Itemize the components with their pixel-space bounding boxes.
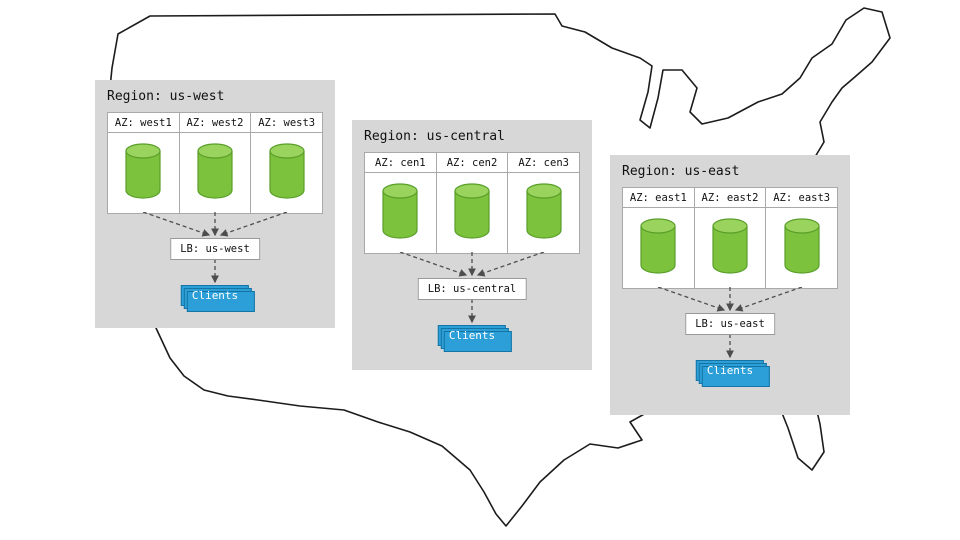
- az-label: AZ: cen1: [365, 153, 436, 173]
- clients-box: Clients: [437, 325, 507, 346]
- database-cylinder-icon: [454, 183, 490, 239]
- database-cylinder-icon: [784, 218, 820, 274]
- az-column: AZ: east2: [693, 188, 766, 288]
- az-label: AZ: east1: [623, 188, 694, 208]
- az-column: AZ: cen3: [507, 153, 580, 253]
- az-table: AZ: west1 AZ: west2 AZ: west3: [107, 112, 323, 214]
- az-column: AZ: east3: [765, 188, 838, 288]
- az-column: AZ: west2: [178, 113, 251, 213]
- database-cylinder-icon: [382, 183, 418, 239]
- region-title: Region: us-west: [107, 89, 225, 104]
- az-column: AZ: east1: [623, 188, 694, 288]
- load-balancer-box: LB: us-west: [170, 238, 260, 260]
- az-table: AZ: cen1 AZ: cen2 AZ: cen3: [364, 152, 580, 254]
- az-label: AZ: east2: [694, 188, 766, 208]
- clients-box: Clients: [180, 285, 250, 306]
- region-panel-us-west: Region: us-west AZ: west1 AZ: west2 AZ: …: [95, 80, 335, 328]
- region-title: Region: us-central: [364, 129, 505, 144]
- region-panel-us-central: Region: us-central AZ: cen1 AZ: cen2 AZ:…: [352, 120, 592, 370]
- az-label: AZ: cen2: [436, 153, 508, 173]
- database-cylinder-icon: [640, 218, 676, 274]
- database-cylinder-icon: [712, 218, 748, 274]
- database-cylinder-icon: [125, 143, 161, 199]
- az-label: AZ: west2: [179, 113, 251, 133]
- az-label: AZ: west1: [108, 113, 179, 133]
- region-title: Region: us-east: [622, 164, 740, 179]
- database-cylinder-icon: [197, 143, 233, 199]
- az-column: AZ: cen2: [435, 153, 508, 253]
- az-label: AZ: east3: [766, 188, 838, 208]
- az-table: AZ: east1 AZ: east2 AZ: east3: [622, 187, 838, 289]
- az-column: AZ: west3: [250, 113, 323, 213]
- database-cylinder-icon: [526, 183, 562, 239]
- database-cylinder-icon: [269, 143, 305, 199]
- load-balancer-box: LB: us-east: [685, 313, 775, 335]
- region-panel-us-east: Region: us-east AZ: east1 AZ: east2 AZ: …: [610, 155, 850, 415]
- az-column: AZ: west1: [108, 113, 179, 213]
- az-label: AZ: west3: [251, 113, 323, 133]
- az-label: AZ: cen3: [508, 153, 580, 173]
- az-column: AZ: cen1: [365, 153, 436, 253]
- load-balancer-box: LB: us-central: [417, 278, 527, 300]
- clients-box: Clients: [695, 360, 765, 381]
